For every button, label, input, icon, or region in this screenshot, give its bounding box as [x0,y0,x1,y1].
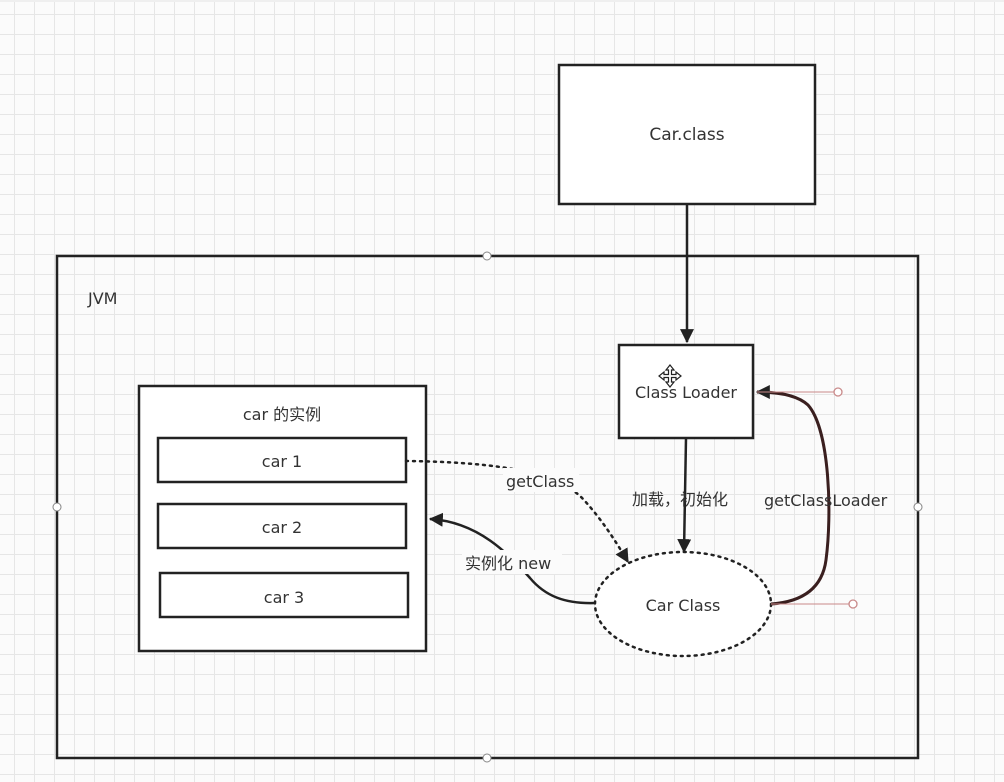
get-class-loader-label: getClassLoader [764,491,888,510]
car3-box[interactable] [158,571,410,619]
jvm-handle-bottom[interactable] [482,753,492,763]
car2-node[interactable]: car 2 [156,502,408,550]
car3-label: car 3 [264,588,304,607]
load-init-label: 加载，初始化 [632,490,728,509]
get-class-loader-handle-bottom[interactable] [848,599,858,609]
get-class-curve[interactable] [404,459,630,564]
car-class-file-node[interactable]: Car.class [557,63,817,206]
instances-group-label: car 的实例 [243,405,321,424]
jvm-label: JVM [87,289,117,308]
car1-node[interactable]: car 1 [156,436,408,484]
jvm-handle-top[interactable] [482,251,492,261]
instantiate-label-bg [462,550,562,574]
car2-box[interactable] [156,502,408,550]
instances-group[interactable]: car 的实例 car 1 car 2 car 3 [137,384,428,653]
class-loader-node[interactable]: Class Loader [617,343,755,440]
car-class-node[interactable]: Car Class [593,550,773,658]
car1-label: car 1 [262,452,302,471]
jvm-handle-left[interactable] [52,502,62,512]
car-class-file-label: Car.class [649,125,724,145]
class-loader-label: Class Loader [635,383,737,402]
load-init-arrow[interactable] [677,437,692,554]
jvm-handle-right[interactable] [913,502,923,512]
move-cursor-icon [658,364,682,388]
instantiate-label: 实例化 new [465,554,551,573]
top-edge [0,0,1004,2]
car2-label: car 2 [262,518,302,537]
get-class-label: getClass [506,472,574,491]
get-class-loader-curve[interactable] [755,385,831,606]
instantiate-curve[interactable] [428,512,596,605]
car1-box[interactable] [156,436,408,484]
get-class-label-bg [503,468,579,492]
instantiate-edge[interactable]: 实例化 new [428,512,596,605]
jvm-container[interactable]: JVM [52,251,923,763]
get-class-edge[interactable]: getClass [404,459,630,564]
car-class-label: Car Class [646,596,721,615]
car3-node[interactable]: car 3 [158,571,410,619]
get-class-loader-handle-top[interactable] [833,387,843,397]
get-class-loader-edge[interactable]: getClassLoader [755,385,888,609]
